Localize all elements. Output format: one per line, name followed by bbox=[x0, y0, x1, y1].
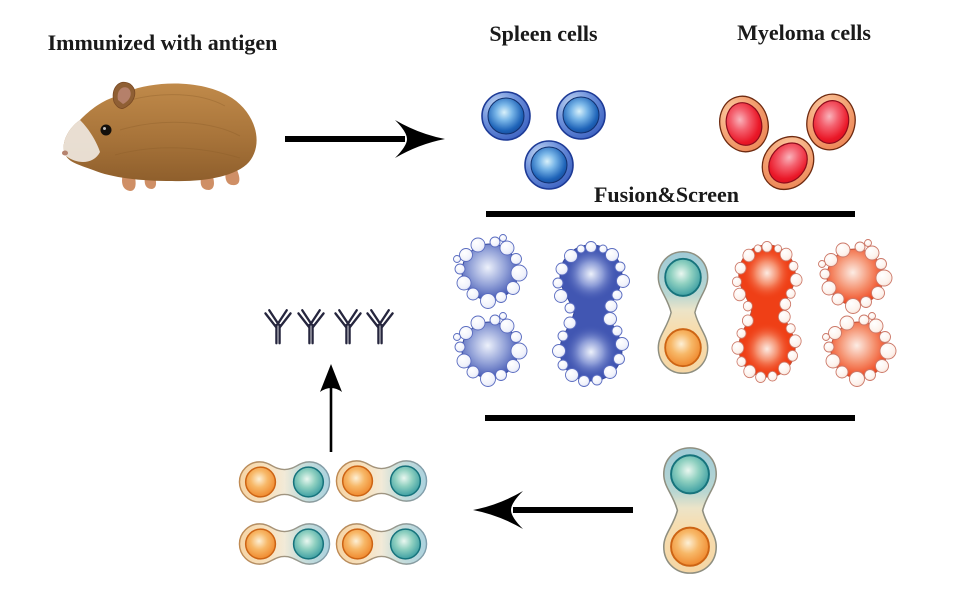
spleen-cell bbox=[555, 89, 607, 141]
antibody-y-icon bbox=[332, 305, 364, 346]
antibody-y-icon bbox=[364, 305, 396, 346]
hamster-image bbox=[50, 70, 270, 200]
hybridoma-clone bbox=[334, 521, 429, 567]
screen-divider-line bbox=[485, 415, 855, 421]
hybridoma-clone bbox=[237, 459, 332, 505]
fusion-divider-line bbox=[486, 211, 855, 217]
apoptotic-myeloma-cell bbox=[817, 306, 901, 390]
selected-hybridoma-cell bbox=[656, 442, 724, 579]
apoptotic-myeloma-cell bbox=[813, 233, 897, 317]
spleen-cells-label: Spleen cells bbox=[489, 21, 598, 46]
apoptotic-spleen-cell bbox=[448, 228, 532, 312]
arrow-right-icon bbox=[285, 120, 445, 158]
antibody-y-icon bbox=[295, 305, 327, 346]
hybridoma-clone bbox=[237, 521, 332, 567]
apoptotic-spleen-cell bbox=[448, 306, 532, 390]
arrow-left-icon bbox=[473, 491, 633, 529]
apoptotic-myeloma-fusion-cell bbox=[726, 238, 808, 384]
hybridoma-clone bbox=[334, 458, 429, 504]
immunized-label: Immunized with antigen bbox=[47, 30, 278, 55]
spleen-cell bbox=[480, 90, 532, 142]
antibody-y-icon bbox=[262, 305, 294, 346]
fusion-screen-label: Fusion&Screen bbox=[593, 182, 740, 207]
apoptotic-spleen-fusion-cell bbox=[546, 238, 636, 388]
myeloma-cells-label: Myeloma cells bbox=[737, 20, 871, 45]
spleen-cell bbox=[523, 139, 575, 191]
hybridoma-cell bbox=[651, 246, 715, 379]
arrow-up-icon bbox=[320, 364, 342, 452]
